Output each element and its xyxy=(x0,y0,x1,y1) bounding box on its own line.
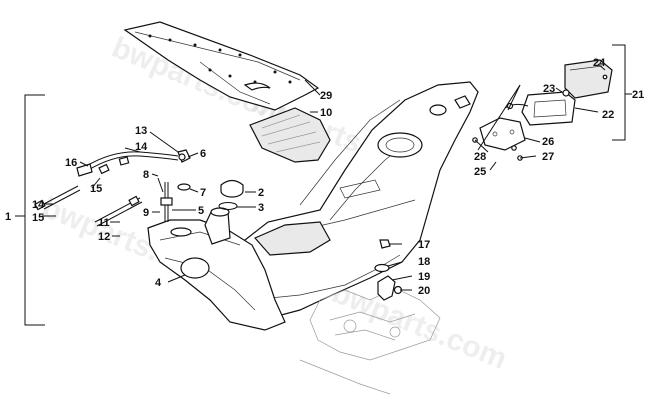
mount-bolt xyxy=(379,239,391,249)
callout-3: 3 xyxy=(258,202,264,214)
callout-9: 9 xyxy=(143,207,149,219)
taillight-housing xyxy=(521,91,576,126)
overflow-hose xyxy=(94,195,143,227)
bulb xyxy=(562,89,570,97)
callout-2: 2 xyxy=(258,187,264,199)
vent-grommet xyxy=(177,183,191,191)
callout-8: 8 xyxy=(143,169,149,181)
callout-18: 18 xyxy=(418,256,430,268)
callout-25: 25 xyxy=(474,166,486,178)
callout-5: 5 xyxy=(198,205,204,217)
callout-14-line: 14 xyxy=(32,199,45,211)
callout-16: 16 xyxy=(65,157,77,169)
callout-14-hose: 14 xyxy=(135,141,148,153)
fuel-cap xyxy=(220,179,244,198)
fuel-tank xyxy=(147,207,286,331)
callout-27: 27 xyxy=(542,151,554,163)
callout-26: 26 xyxy=(542,136,554,148)
breather-hose xyxy=(157,177,164,193)
callout-15-hose: 15 xyxy=(90,183,102,195)
callout-10: 10 xyxy=(320,107,332,119)
callout-29: 29 xyxy=(320,90,332,102)
fuel-tank-seat-body xyxy=(244,81,479,319)
seat-foam-pad xyxy=(249,107,331,163)
cap-gasket xyxy=(218,202,238,210)
vent-fitting xyxy=(177,149,191,163)
mount-bracket xyxy=(377,275,396,301)
check-valve xyxy=(76,163,93,177)
vent-hose xyxy=(79,151,179,175)
leader-lines xyxy=(15,44,632,326)
callout-6: 6 xyxy=(200,148,206,160)
fuel-pickup-tube xyxy=(160,182,173,222)
callout-1: 1 xyxy=(5,211,11,223)
callout-22: 22 xyxy=(602,109,614,121)
taillight-bracket xyxy=(479,117,526,151)
callout-21: 21 xyxy=(632,89,644,101)
callout-12: 12 xyxy=(98,231,110,243)
callout-11: 11 xyxy=(98,217,110,229)
frame-outline xyxy=(299,287,441,395)
callout-15-line: 15 xyxy=(32,212,44,224)
taillight-lens xyxy=(564,59,613,99)
callout-28: 28 xyxy=(474,151,486,163)
callout-4: 4 xyxy=(155,277,162,289)
callout-23: 23 xyxy=(543,83,555,95)
callout-13: 13 xyxy=(135,125,147,137)
callout-20: 20 xyxy=(418,285,430,297)
callout-19: 19 xyxy=(418,271,430,283)
callout-24: 24 xyxy=(593,57,606,69)
heat-shield-panel xyxy=(123,21,320,111)
mount-grommet xyxy=(374,263,390,273)
callout-labels: 1 2 3 4 5 6 7 8 9 10 11 12 13 14 14 15 1… xyxy=(5,57,644,297)
drain-line xyxy=(34,185,81,211)
callout-17: 17 xyxy=(418,239,430,251)
callout-7: 7 xyxy=(200,187,206,199)
